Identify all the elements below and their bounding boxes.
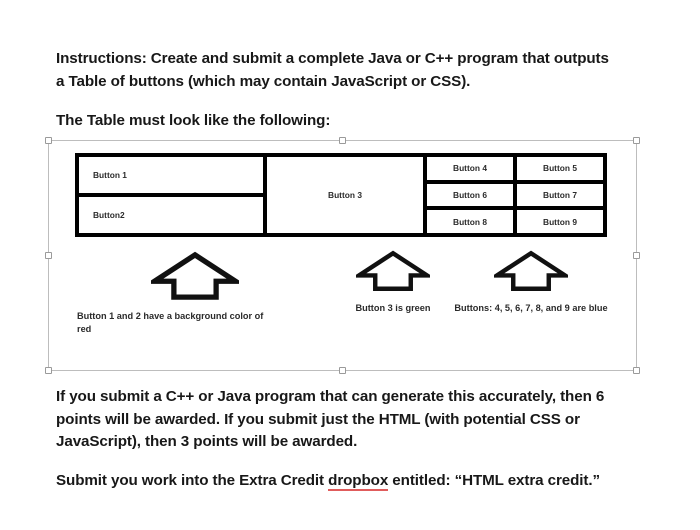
table-column-right: Button 4 Button 5 Button 6 Button 7 Butt… <box>427 157 603 234</box>
annotation-middle: Button 3 is green <box>313 249 473 315</box>
resize-handle-bottom-middle[interactable] <box>338 367 346 374</box>
resize-handle-top-right[interactable] <box>633 137 640 144</box>
table-cell-button-1[interactable]: Button 1 <box>79 157 263 193</box>
table-cell-button-9[interactable]: Button 9 <box>517 210 603 234</box>
resize-handle-bottom-left[interactable] <box>45 367 52 374</box>
resize-handle-top-middle[interactable] <box>338 137 346 144</box>
selected-figure-frame[interactable]: Button 1 Button2 Button 3 Button 4 Butto… <box>45 137 640 374</box>
annotation-right: Buttons: 4, 5, 6, 7, 8, and 9 are blue <box>431 249 631 315</box>
table-column-left: Button 1 Button2 <box>79 157 263 233</box>
submit-text-prefix: Submit you work into the Extra Credit <box>56 472 329 489</box>
button-table: Button 1 Button2 Button 3 Button 4 Butto… <box>75 153 607 237</box>
spellcheck-word-dropbox[interactable]: dropbox <box>328 472 389 491</box>
annotation-right-caption: Buttons: 4, 5, 6, 7, 8, and 9 are blue <box>454 303 608 313</box>
up-arrow-icon <box>356 250 430 291</box>
table-cell-button-3[interactable]: Button 3 <box>267 157 423 233</box>
annotation-middle-caption: Button 3 is green <box>355 303 431 313</box>
table-cell-button-4[interactable]: Button 4 <box>427 157 513 180</box>
instructions-paragraph: Instructions: Create and submit a comple… <box>56 50 609 90</box>
resize-handle-middle-right[interactable] <box>633 251 640 259</box>
submit-paragraph: Submit you work into the Extra Credit dr… <box>56 470 616 493</box>
table-column-middle: Button 3 <box>267 157 423 233</box>
table-cell-button-7[interactable]: Button 7 <box>517 183 603 207</box>
resize-handle-bottom-right[interactable] <box>633 367 640 374</box>
looks-like-paragraph: The Table must look like the following: <box>56 112 331 129</box>
table-cell-button-6[interactable]: Button 6 <box>427 183 513 207</box>
table-cell-button-5[interactable]: Button 5 <box>517 157 603 180</box>
points-paragraph: If you submit a C++ or Java program that… <box>56 388 605 450</box>
resize-handle-middle-left[interactable] <box>45 251 52 259</box>
up-arrow-icon <box>494 250 568 291</box>
table-row: Button 8 Button 9 <box>427 210 603 234</box>
up-arrow-icon <box>151 251 239 300</box>
table-row: Button 4 Button 5 <box>427 157 603 180</box>
table-cell-button-8[interactable]: Button 8 <box>427 210 513 234</box>
annotation-left-caption: Button 1 and 2 have a background color o… <box>77 311 264 334</box>
annotation-left: Button 1 and 2 have a background color o… <box>75 251 315 335</box>
resize-handle-top-left[interactable] <box>45 137 52 144</box>
table-row: Button 6 Button 7 <box>427 183 603 207</box>
table-cell-button-2[interactable]: Button2 <box>79 197 263 233</box>
submit-text-suffix: entitled: “HTML extra credit.” <box>388 472 600 489</box>
